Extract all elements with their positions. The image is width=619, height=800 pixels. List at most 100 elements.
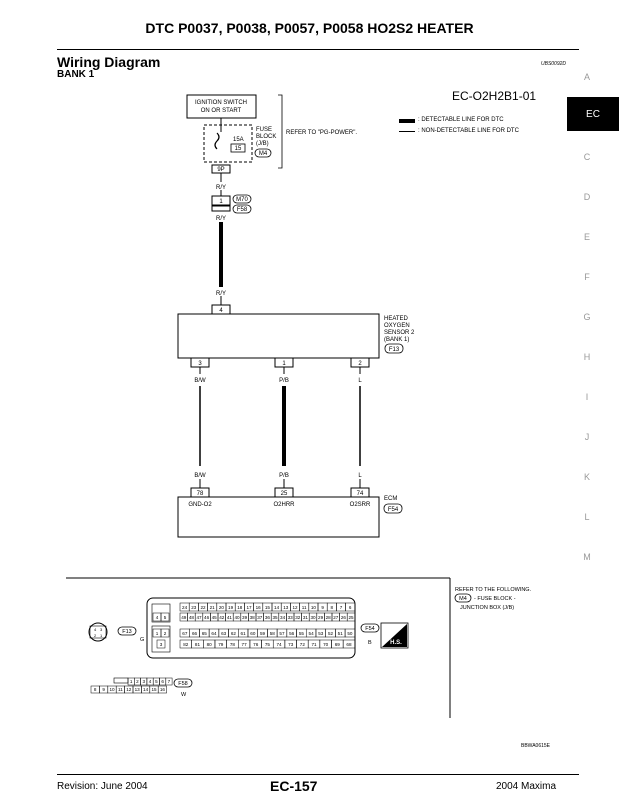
refer-following: REFER TO THE FOLLOWING. (455, 587, 532, 593)
ecm-conn-pin: 23 (191, 605, 197, 610)
m70-tag: M70 (236, 197, 248, 203)
wire-bw-bottom: B/W (194, 473, 206, 479)
svg-text:3: 3 (100, 627, 103, 632)
ecm-conn-pin: 48 (189, 615, 195, 620)
sidebar-letter-a[interactable]: A (583, 72, 590, 82)
f54-tag: F54 (388, 507, 399, 513)
footer-page: EC-157 (270, 778, 318, 794)
svg-text:2: 2 (94, 633, 97, 638)
sensor-line2: OXYGEN (384, 323, 410, 329)
sidebar-letter-j[interactable]: J (584, 432, 590, 442)
ecm-conn-pin: 77 (242, 642, 248, 647)
ecm-conn-pin: 34 (280, 615, 286, 620)
ecm-conn-pin: 6 (349, 605, 352, 610)
sidebar-letter-l[interactable]: L (584, 512, 590, 522)
ecm-conn-pin: 73 (288, 642, 294, 647)
ecm-conn-pin: 58 (270, 631, 276, 636)
ecm-conn-pin: 18 (237, 605, 243, 610)
ecm-conn-pin: 11 (302, 605, 307, 610)
m4-tag: M4 (259, 151, 268, 157)
wire-l-bottom: L (358, 473, 362, 479)
ecm-pin-78: 78 (197, 491, 204, 497)
legend-nondetectable-line (399, 131, 415, 132)
ecm-conn-pin: 66 (192, 631, 198, 636)
sidebar-letter-m[interactable]: M (583, 552, 591, 562)
sidebar-letter-d[interactable]: D (583, 192, 591, 202)
ecm-conn-pin: 29 (318, 615, 324, 620)
f58-conn-pin: 4 (149, 679, 152, 684)
ecm-conn-pin: 10 (311, 605, 317, 610)
fuse-number: 15 (235, 146, 242, 152)
ecm-conn-pin: 3 (160, 642, 163, 647)
f58-conn-pin: 15 (151, 687, 157, 692)
ecm-conn-pin: 40 (234, 615, 240, 620)
ecm-conn-pin: 12 (292, 605, 298, 610)
ecm-conn-pin: 35 (272, 615, 278, 620)
f58-conn-pin: 11 (118, 687, 123, 692)
wire-pb-bottom: P/B (279, 473, 289, 479)
ecm-conn-pin: 17 (246, 605, 252, 610)
sidebar-letter-e[interactable]: E (583, 232, 590, 242)
ecm-conn-pin: 52 (328, 631, 334, 636)
ecm-conn-pin: 30 (310, 615, 316, 620)
bank-label: BANK 1 (57, 69, 95, 80)
f58-conn-pin: 13 (135, 687, 141, 692)
ecm-conn-pin: 64 (211, 631, 217, 636)
fuse-block-line2: BLOCK (256, 134, 276, 140)
ecm-conn-pin: 42 (219, 615, 225, 620)
sensor-line3: SENSOR 2 (384, 330, 415, 336)
ecm-signal-gnd: GND-O2 (188, 502, 212, 508)
ecm-conn-pin: 27 (333, 615, 339, 620)
ignition-line1: IGNITION SWITCH (195, 100, 247, 106)
sidebar-letter-h[interactable]: H (583, 352, 591, 362)
ecm-conn-pin: 72 (300, 642, 306, 647)
f58-conn-pin: 7 (168, 679, 171, 684)
footer-model: 2004 Maxima (496, 781, 557, 792)
pin-1-m70: 1 (219, 199, 223, 205)
ecm-conn-pin: 9 (321, 605, 324, 610)
ecm-conn-pin: 49 (181, 615, 187, 620)
oxygen-sensor-box (177, 313, 380, 359)
ecm-conn-pin: 25 (348, 615, 354, 620)
sensor-pin-1: 1 (282, 361, 286, 367)
f58-conn-pin: 1 (130, 679, 133, 684)
ecm-signal-o2hrr: O2HRR (273, 502, 295, 508)
ecm-conn-pin: 50 (347, 631, 353, 636)
f54-conn-tag: F54 (365, 626, 374, 632)
ecm-conn-pin: 1 (156, 631, 159, 636)
sidebar-letter-g[interactable]: G (583, 312, 591, 322)
ecm-conn-pin: 59 (260, 631, 266, 636)
sidebar-letter-c[interactable]: C (583, 152, 591, 162)
ecm-conn-pin: 68 (346, 642, 352, 647)
sensor-pin-3: 3 (198, 361, 202, 367)
fuse-block-box (203, 124, 253, 163)
sidebar-letter-f[interactable]: F (584, 272, 590, 282)
ecm-conn-pin: 4 (156, 615, 159, 620)
wire-ry-1: R/Y (216, 185, 226, 191)
ecm-conn-pin: 45 (212, 615, 218, 620)
f58-tag: F58 (237, 207, 248, 213)
legend-detectable-line (399, 119, 415, 123)
ecm-conn-pin: 31 (303, 615, 309, 620)
f58-conn-pin: 8 (94, 687, 97, 692)
fuse-block-line3: (J/B) (256, 141, 269, 147)
ecm-conn-pin: 74 (276, 642, 282, 647)
sensor-line4: (BANK 1) (384, 337, 409, 343)
f58-conn-pin: 9 (102, 687, 105, 692)
ecm-conn-pin: 54 (309, 631, 315, 636)
f58-conn-pin: 14 (143, 687, 149, 692)
hs-badge: H.S. (390, 640, 402, 646)
sidebar-letter-k[interactable]: K (583, 472, 590, 482)
ecm-conn-pin: 56 (289, 631, 295, 636)
sidebar-active-tab[interactable]: EC (567, 97, 619, 131)
fuse-amp: 15A (233, 137, 244, 143)
sensor-line1: HEATED (384, 316, 409, 322)
ecm-conn-pin: 22 (200, 605, 206, 610)
footer-revision: Revision: June 2004 (57, 781, 148, 792)
sidebar-letter-i[interactable]: I (585, 392, 589, 402)
ecm-conn-pin: 65 (202, 631, 208, 636)
ecm-conn-pin: 57 (279, 631, 285, 636)
f58-conn-pin: 12 (126, 687, 132, 692)
